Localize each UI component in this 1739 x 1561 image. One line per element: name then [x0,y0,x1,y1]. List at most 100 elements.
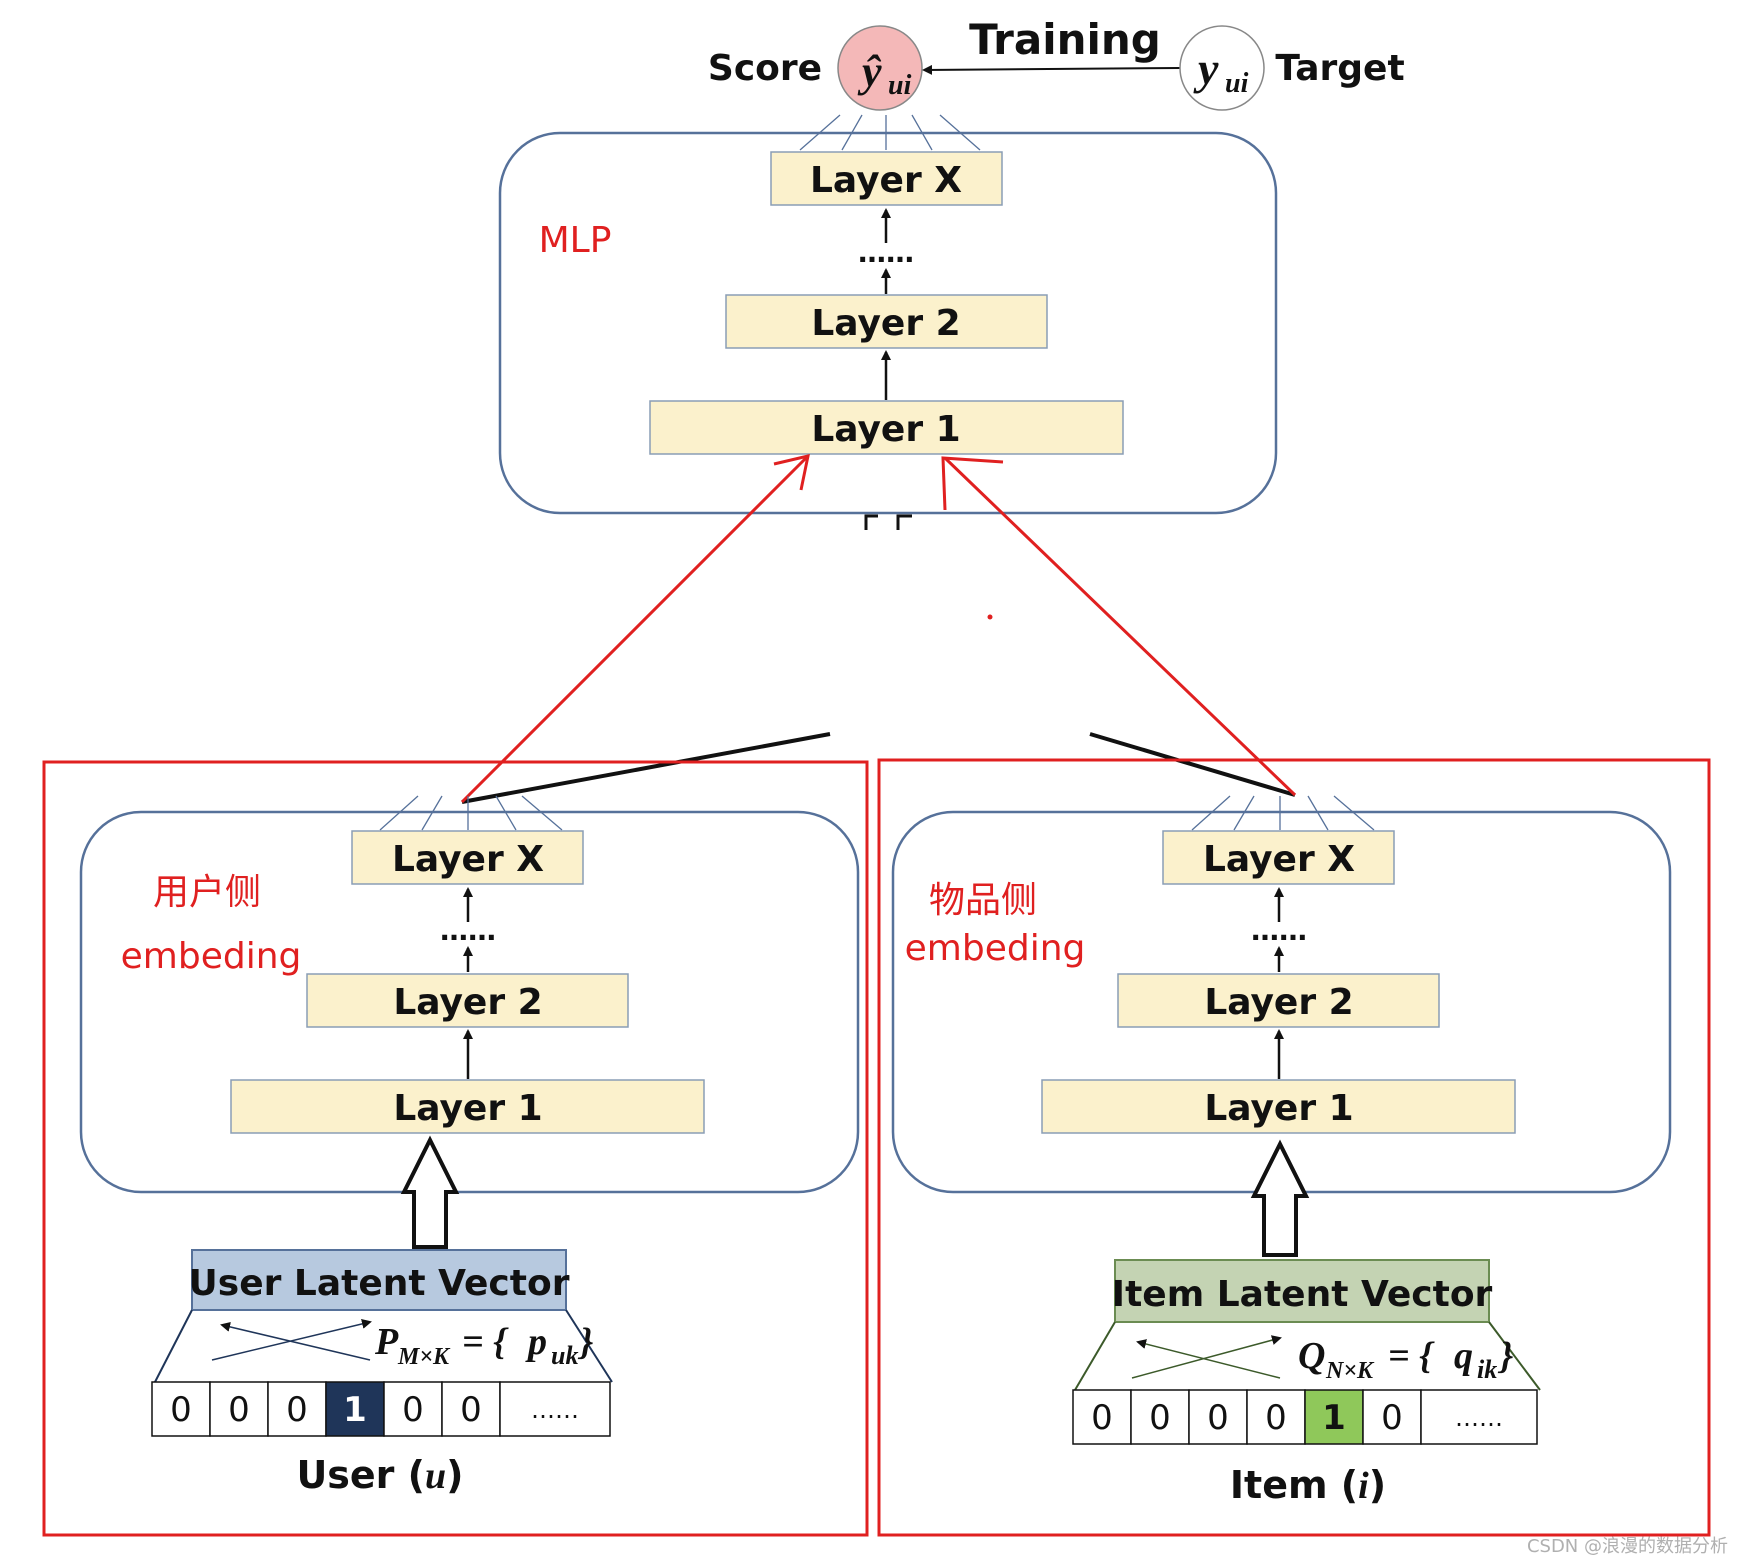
item-layer-1-label: Layer 1 [1204,1088,1353,1129]
item-layer-x [1162,830,1395,885]
user-layer-x [351,830,584,885]
user-input-label: User (u) [296,1453,463,1497]
score-subscript: ui [888,70,912,101]
user-latent-vector-label: User Latent Vector [189,1263,570,1304]
item-embedding-label: embeding [905,928,1086,969]
user-matrix-close: } [577,1321,593,1363]
mlp-label: MLP [539,220,612,261]
item-matrix-equals: = { [1388,1335,1435,1377]
user-matrix-element: p [525,1321,547,1363]
target-symbol: y [1193,43,1219,94]
user-concat-line [461,732,831,804]
item-matrix-dims: N×K [1325,1358,1375,1384]
user-matrix-equals: = { [462,1321,509,1363]
user-onehot-cell-ellipsis [499,1381,611,1437]
user-onehot-cell [209,1381,269,1437]
user-matrix-symbol: P [374,1321,399,1363]
score-symbol: ŷ [857,47,882,96]
user-onehot-value-hot: 1 [343,1390,367,1430]
user-to-mlp-red-arrow [460,454,810,804]
target-subscript: ui [1225,68,1249,99]
item-hollow-up-arrow [1250,1139,1310,1257]
red-dot [987,614,993,620]
item-cross-lines [1131,1335,1282,1379]
item-onehot-vector: 0 0 0 0 1 0 …… [1072,1389,1538,1445]
user-embedding-trapezoid [154,1309,613,1383]
item-onehot-ellipsis: …… [1455,1404,1503,1432]
user-layer-1 [230,1079,705,1134]
mlp-layer-x-label: Layer X [810,160,962,201]
user-layer-1-label: Layer 1 [393,1088,542,1129]
item-layer-2-label: Layer 2 [1204,982,1353,1023]
user-onehot-vector: 0 0 0 1 0 0 …… [151,1381,611,1437]
mlp-layer-1-label: Layer 1 [811,409,960,450]
item-layer-2 [1117,973,1440,1028]
item-embedding-trapezoid [1074,1321,1541,1391]
user-hollow-up-arrow [400,1135,460,1249]
user-side-frame [42,760,869,1537]
watermark: CSDN @浪漫的数据分析 [1527,1536,1728,1557]
item-dots: …… [1251,914,1307,947]
mlp-layer-2-label: Layer 2 [811,303,960,344]
user-onehot-value: 0 [402,1390,424,1430]
user-onehot-cell-hot [325,1381,385,1437]
user-layer-x-label: Layer X [392,839,544,880]
user-side-label: 用户侧 [153,872,261,913]
user-embedding-label: embeding [121,936,302,977]
user-cross-lines [211,1319,372,1361]
target-label: Target [1275,48,1404,89]
user-latent-vector [191,1249,567,1311]
item-side-frame [877,758,1711,1537]
item-onehot-value: 0 [1149,1398,1171,1438]
item-latent-vector [1114,1259,1490,1323]
user-onehot-cell [383,1381,443,1437]
user-onehot-value: 0 [286,1390,308,1430]
user-onehot-cell [267,1381,327,1437]
item-to-mlp-red-arrow [941,456,1297,797]
user-layer-2 [306,973,629,1028]
item-latent-vector-label: Item Latent Vector [1112,1274,1493,1315]
mlp-layer-1 [649,400,1124,455]
user-onehot-cell [441,1381,501,1437]
mlp-dots: …… [858,236,914,269]
user-onehot-value: 0 [460,1390,482,1430]
item-input-label: Item (i) [1230,1463,1386,1507]
item-layer-1 [1041,1079,1516,1134]
mlp-input-stubs [864,514,912,530]
item-onehot-cell [1246,1389,1306,1445]
score-node [837,25,923,111]
item-onehot-cell [1362,1389,1422,1445]
user-matrix-dims: M×K [397,1344,451,1370]
user-onehot-ellipsis: …… [531,1396,579,1424]
item-matrix-symbol: Q [1298,1335,1325,1377]
target-node [1179,25,1265,111]
training-arrow [922,64,1181,75]
item-matrix-element-sub: ik [1477,1355,1497,1384]
training-label: Training [969,15,1161,64]
item-onehot-value: 0 [1381,1398,1403,1438]
mlp-panel [498,131,1278,515]
user-onehot-value: 0 [170,1390,192,1430]
user-matrix-element-sub: uk [551,1341,578,1370]
item-matrix-element: q [1454,1335,1473,1377]
item-side-label: 物品侧 [929,880,1037,921]
score-label: Score [708,48,822,89]
item-onehot-cell [1072,1389,1132,1445]
item-layer-x-label: Layer X [1203,839,1355,880]
user-onehot-value: 0 [228,1390,250,1430]
item-matrix-close: } [1497,1335,1513,1377]
user-dots: …… [440,914,496,947]
item-onehot-value: 0 [1091,1398,1113,1438]
item-onehot-cell-ellipsis [1420,1389,1538,1445]
user-layer-2-label: Layer 2 [393,982,542,1023]
mlp-layer-x [770,151,1003,206]
item-onehot-cell [1188,1389,1248,1445]
mlp-layer-2 [725,294,1048,349]
item-onehot-value-hot: 1 [1322,1398,1346,1438]
item-onehot-cell-hot [1304,1389,1364,1445]
item-onehot-value: 0 [1265,1398,1287,1438]
user-embedding-panel [79,810,860,1194]
item-onehot-value: 0 [1207,1398,1229,1438]
item-concat-line [1089,732,1296,797]
